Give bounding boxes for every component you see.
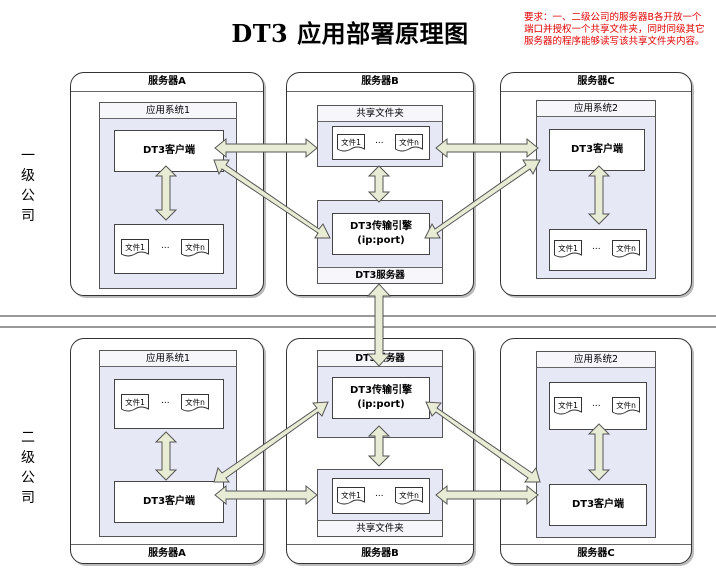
arrow-shared-folder-to-client-c-l2 xyxy=(435,484,539,506)
server-c-level2-title: 服务器C xyxy=(501,544,691,563)
arrow-engine-l1-to-engine-l2 xyxy=(366,283,392,367)
server-b-level2-title: 服务器B xyxy=(287,544,473,563)
dt3-client-c-level2: DT3客户端 xyxy=(549,484,647,526)
dt3-client-label: DT3客户端 xyxy=(142,145,196,156)
file-icon: 文件n xyxy=(395,134,423,152)
file-icon: 文件1 xyxy=(121,239,149,257)
arrow-client-a-engine-l2 xyxy=(213,401,329,483)
app-system1-level2-title: 应用系统1 xyxy=(100,351,236,367)
level-label-second-text: 二级公司 xyxy=(21,430,35,506)
dt3-client-c-level1: DT3客户端 xyxy=(549,129,645,171)
arrow-client-c-engine-l1 xyxy=(424,159,541,239)
file-icon: 文件n xyxy=(612,397,640,415)
arrow-client-a-local-files-l1 xyxy=(154,165,178,221)
app-system2-level2-title: 应用系统2 xyxy=(537,352,655,368)
arrow-client-c-engine-l2 xyxy=(425,401,541,483)
dt3-server-level2: DT3服务器 DT3传输引擎 (ip:port) xyxy=(317,350,443,438)
shared-folder-level2-title: 共享文件夹 xyxy=(318,520,442,536)
shared-files-level1: 文件1 ... 文件n xyxy=(332,126,430,160)
file-icon: 文件1 xyxy=(121,394,149,412)
local-files-c-level1: 文件1 ... 文件n xyxy=(549,229,647,271)
file-icon: 文件n xyxy=(395,487,423,505)
local-files-a-level2: 文件1 ... 文件n xyxy=(114,379,224,429)
shared-files-level2: 文件1 ... 文件n xyxy=(332,478,430,514)
engine-label-line1: DT3传输引擎 xyxy=(349,221,413,232)
dt3-client-a-level1: DT3客户端 xyxy=(114,130,224,172)
file1-label: 文件1 xyxy=(125,398,145,407)
arrow-engine-shared-folder-l2 xyxy=(367,425,391,467)
file1-label: 文件1 xyxy=(341,491,361,500)
filen-label: 文件n xyxy=(399,138,419,147)
local-files-c-level2: 文件1 ... 文件n xyxy=(549,382,647,430)
ellipsis: ... xyxy=(375,136,384,146)
level-label-second: 二级公司 xyxy=(18,428,38,508)
engine-label-line1: DT3传输引擎 xyxy=(349,385,413,396)
dt3-server-level1: DT3传输引擎 (ip:port) DT3服务器 xyxy=(317,200,443,284)
arrow-client-c-local-files-l1 xyxy=(587,165,611,225)
app-system1-level1: 应用系统1 DT3客户端 文件1 ... 文件n xyxy=(99,102,237,289)
server-a-level1-title: 服务器A xyxy=(71,73,263,92)
filen-label: 文件n xyxy=(616,401,636,410)
level-label-first: 一级公司 xyxy=(18,146,38,226)
file-icon: 文件n xyxy=(181,239,209,257)
file-icon: 文件1 xyxy=(554,240,582,258)
file-icon: 文件1 xyxy=(337,134,365,152)
file1-label: 文件1 xyxy=(558,244,578,253)
server-b-level1-title: 服务器B xyxy=(287,73,473,92)
app-system2-level1-title: 应用系统2 xyxy=(537,101,655,117)
file1-label: 文件1 xyxy=(558,401,578,410)
arrow-client-a-to-shared-folder-l2 xyxy=(214,484,318,506)
app-system1-level1-title: 应用系统1 xyxy=(100,103,236,119)
arrow-client-a-to-shared-folder-l1 xyxy=(214,137,318,159)
dt3-client-label: DT3客户端 xyxy=(571,499,625,510)
engine-label-line2: (ip:port) xyxy=(357,235,405,246)
arrow-shared-folder-engine-l1 xyxy=(367,165,391,203)
arrow-client-c-local-files-l2 xyxy=(587,423,611,481)
dt3-engine-level2: DT3传输引擎 (ip:port) xyxy=(332,377,430,419)
server-c-level1-title: 服务器C xyxy=(501,73,691,92)
filen-label: 文件n xyxy=(616,244,636,253)
arrow-client-a-local-files-l2 xyxy=(154,431,178,481)
level-label-first-text: 一级公司 xyxy=(21,148,35,224)
dt3-engine-level1: DT3传输引擎 (ip:port) xyxy=(332,213,430,255)
file-icon: 文件1 xyxy=(554,397,582,415)
file-icon: 文件n xyxy=(612,240,640,258)
requirement-note: 要求：一、二级公司的服务器B各开放一个端口并授权一个共享文件夹，同时同级其它服务… xyxy=(524,12,705,47)
ellipsis: ... xyxy=(592,242,601,252)
engine-label-line2: (ip:port) xyxy=(357,399,405,410)
file-icon: 文件n xyxy=(181,394,209,412)
shared-folder-level2: 文件1 ... 文件n 共享文件夹 xyxy=(317,469,443,537)
dt3-server-level1-title: DT3服务器 xyxy=(318,267,442,283)
ellipsis: ... xyxy=(375,489,384,499)
dt3-client-label: DT3客户端 xyxy=(142,496,196,507)
server-a-level1: 服务器A 应用系统1 DT3客户端 文件1 ... 文件n xyxy=(70,72,264,296)
shared-folder-level1-title: 共享文件夹 xyxy=(318,106,442,122)
diagram-title: DT3 应用部署原理图 xyxy=(231,19,469,48)
dt3-client-label: DT3客户端 xyxy=(570,144,624,155)
arrow-shared-folder-to-client-c-l1 xyxy=(435,137,539,159)
filen-label: 文件n xyxy=(185,243,205,252)
arrow-client-a-engine-l1 xyxy=(213,159,331,239)
filen-label: 文件n xyxy=(185,398,205,407)
local-files-a-level1: 文件1 ... 文件n xyxy=(114,224,224,274)
ellipsis: ... xyxy=(161,241,170,251)
server-b-level2: DT3服务器 DT3传输引擎 (ip:port) 文件1 ... 文件n 共享文… xyxy=(286,338,474,564)
file1-label: 文件1 xyxy=(341,138,361,147)
filen-label: 文件n xyxy=(399,491,419,500)
ellipsis: ... xyxy=(161,396,170,406)
app-system1-level2: 应用系统1 文件1 ... 文件n DT3客户端 xyxy=(99,350,237,537)
shared-folder-level1: 共享文件夹 文件1 ... 文件n xyxy=(317,105,443,167)
server-a-level2-title: 服务器A xyxy=(71,544,263,563)
file1-label: 文件1 xyxy=(125,243,145,252)
ellipsis: ... xyxy=(592,399,601,409)
file-icon: 文件1 xyxy=(337,487,365,505)
